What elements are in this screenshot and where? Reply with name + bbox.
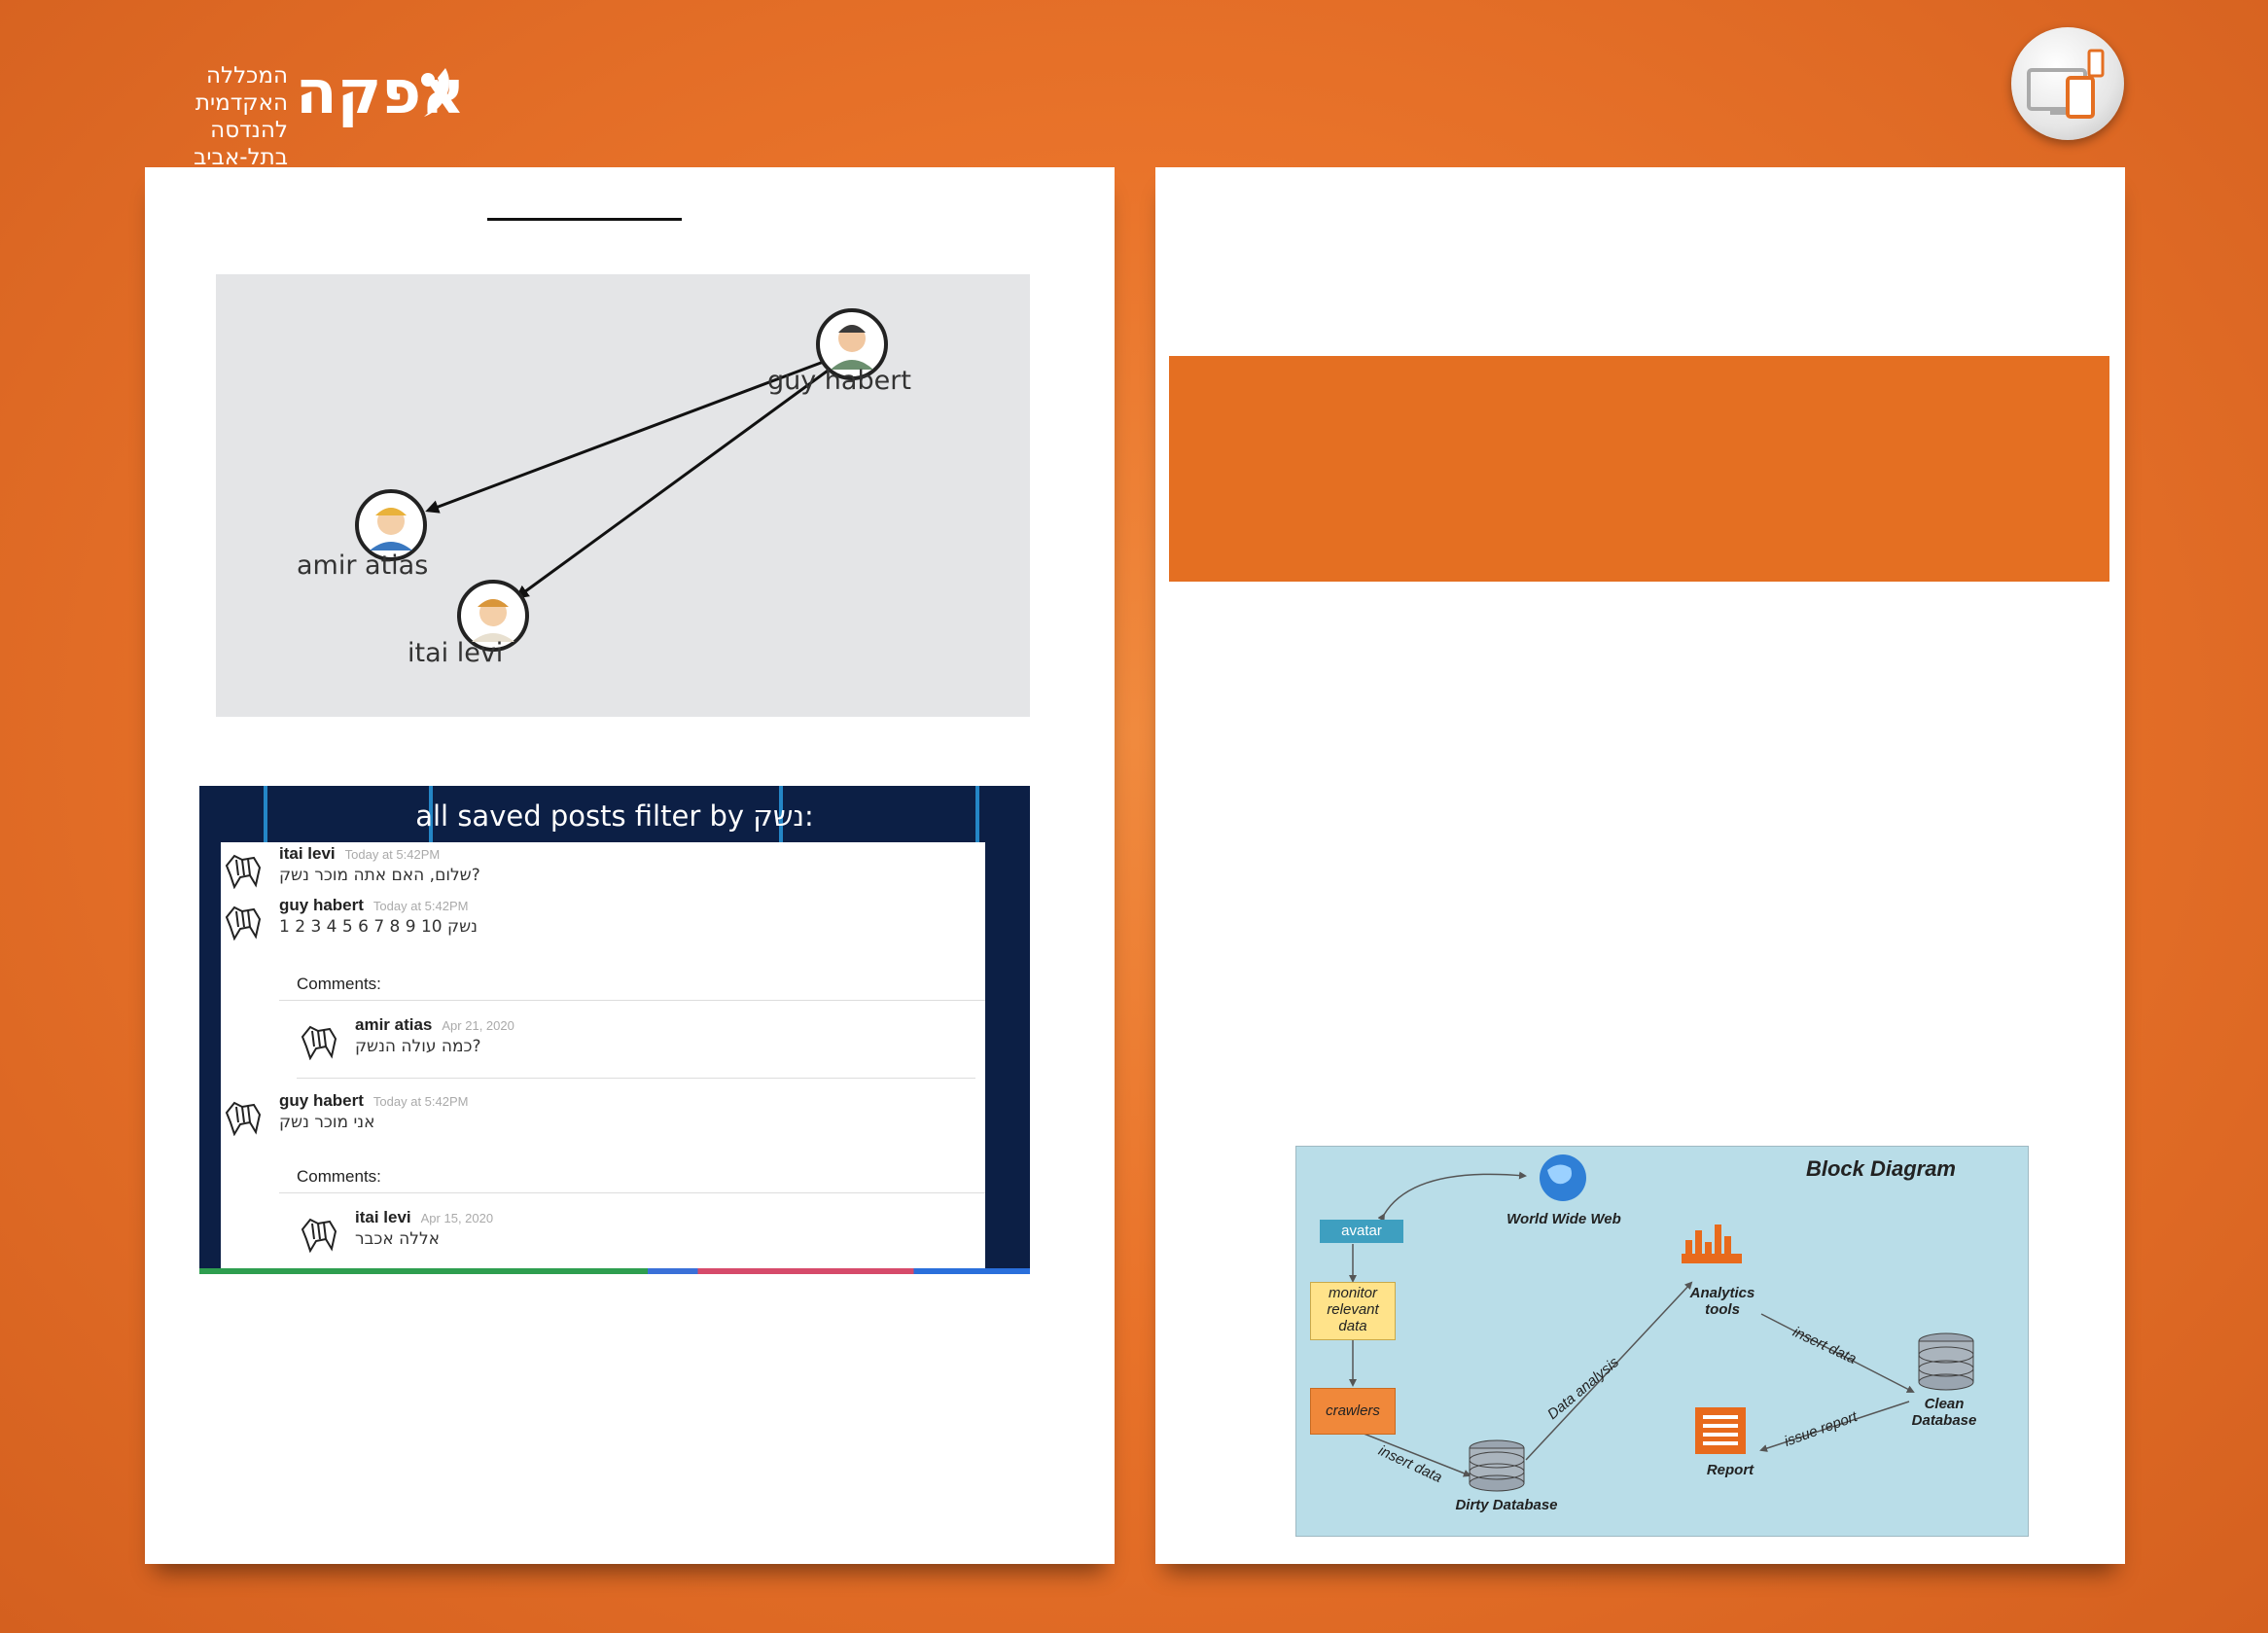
dirty-database-icon [1469,1439,1525,1492]
comments-label: Comments: [297,975,381,993]
logo-mark-icon [421,68,449,117]
graph-edges [355,308,888,652]
block-diagram: Block Diagram [1295,1146,2029,1537]
monitor-block: monitor relevant data [1310,1282,1396,1340]
edge-guy-amir [425,358,830,514]
left-page: guy habert amir atias itai levi all save… [145,167,1115,1564]
devices-icon [2027,49,2105,119]
avatar-amir-atias[interactable] [355,489,427,561]
afeka-logo: המכללה האקדמית להנדסה בתל-אביב אפקה [142,56,466,170]
post-time: Today at 5:42PM [372,1094,469,1109]
report-label: Report [1706,1462,1754,1478]
logo-line-1: המכללה האקדמית [195,63,288,116]
block-diagram-title: Block Diagram [1805,1156,1956,1181]
node-label-amir-atias: amir atias [297,550,429,581]
decor-stripe [264,786,267,844]
decor-stripe [779,786,783,844]
clean-database-icon [1918,1332,1974,1391]
node-label-itai-levi: itai levi [408,638,504,668]
logo-line-2: להנדסה בתל-אביב [194,118,288,170]
saved-posts-panel: all saved posts filter by נשק: itai levi… [199,786,1030,1274]
logo-wordmark: אפקה [296,56,466,127]
dirty-database-label: Dirty Database [1455,1497,1558,1513]
comment-time: Apr 15, 2020 [420,1211,494,1225]
divider [279,1000,985,1001]
block-diagram-edges [1349,1154,1974,1492]
orange-banner [1169,356,2109,582]
crawlers-block: crawlers [1310,1388,1396,1435]
zebra-avatar-icon [301,1218,337,1253]
post-time: Today at 5:42PM [344,847,441,862]
clean-database-label: Clean Database [1911,1396,1977,1429]
devices-badge [2011,27,2124,140]
zebra-avatar-icon [225,1101,262,1136]
globe-icon [1540,1154,1586,1201]
saved-posts-title: all saved posts filter by נשק: [415,799,814,833]
comment-text: כמה עולה הנשק? [355,1037,481,1056]
www-label: World Wide Web [1506,1211,1621,1227]
divider [297,1078,975,1079]
post-text: 1 2 3 4 5 6 7 8 9 10 נשק [279,917,478,937]
scroll-progress-bar [199,1268,1030,1274]
comments-label: Comments: [297,1167,381,1186]
post-time: Today at 5:42PM [372,899,469,913]
zebra-avatar-icon [301,1025,337,1060]
avatar-block: avatar [1320,1220,1403,1243]
report-icon [1695,1407,1746,1454]
decor-stripe [429,786,433,844]
analytics-label: Analytics tools [1689,1285,1755,1318]
post-text: אני מוכר נשק [279,1113,375,1132]
analytics-icon [1682,1225,1742,1263]
comment-text: אללה אכבר [355,1229,440,1249]
logo-subtitle: המכללה האקדמית להנדסה בתל-אביב [142,62,288,171]
avatar-guy-habert[interactable] [816,308,888,380]
zebra-avatar-icon [225,905,262,941]
network-graph: guy habert amir atias itai levi [216,274,1030,717]
node-label-guy-habert: guy habert [767,366,911,396]
title-underline [487,218,682,221]
divider [279,1192,985,1193]
avatar-itai-levi[interactable] [457,580,529,652]
comment-time: Apr 21, 2020 [442,1018,514,1033]
zebra-avatar-icon [225,854,262,889]
right-page: Block Diagram [1155,167,2125,1564]
post-text: שלום, האם אתה מוכר נשק? [279,866,480,885]
decor-stripe [975,786,979,844]
edge-guy-itai [514,364,835,599]
